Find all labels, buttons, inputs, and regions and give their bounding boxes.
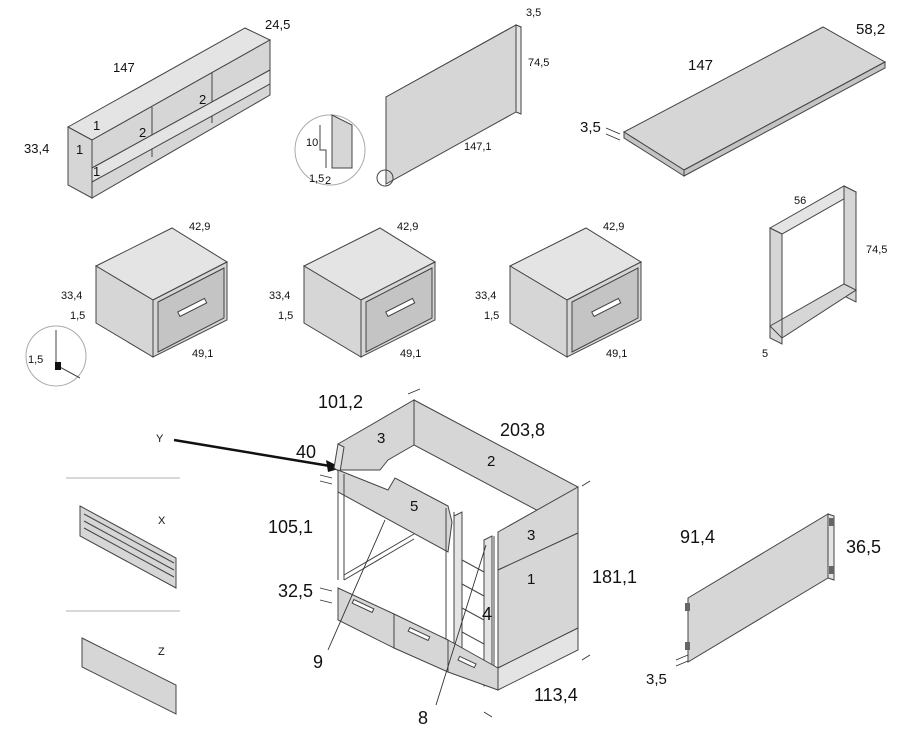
bunk-lower-height-label: 32,5: [278, 581, 313, 601]
desk-frame-height-label: 74,5: [866, 244, 887, 256]
shelf-part-2b: 2: [199, 92, 206, 107]
desk-top-thickness-label: 3,5: [580, 119, 601, 136]
option-z-panel: [81, 637, 177, 715]
bunk-part-2: 2: [487, 453, 495, 470]
bunk-bed: [319, 388, 591, 718]
back-panel-detail-a: 10: [306, 137, 318, 149]
desk-top-width-label: 147: [688, 57, 713, 74]
bunk-depth-label: 113,4: [534, 685, 578, 705]
drawer-unit-1: [94, 227, 229, 358]
drawer-2-base-label: 1,5: [278, 310, 293, 322]
back-panel-detail: [294, 114, 366, 186]
drawer-2-width-label: 49,1: [400, 348, 421, 360]
bunk-upper-height-label: 105,1: [268, 517, 313, 537]
shelf-width-label: 147: [113, 60, 135, 75]
shelf-part-1a: 1: [93, 118, 100, 133]
foot-detail: [25, 325, 87, 387]
bunk-length-label: 203,8: [500, 420, 545, 440]
back-panel-height-label: 74,5: [528, 57, 549, 69]
option-z-label: Z: [158, 646, 165, 658]
drawer-2-height-label: 33,4: [269, 290, 290, 302]
bunk-part-5: 5: [410, 498, 418, 515]
desk-top-panel: [605, 26, 887, 177]
side-panel-height-label: 36,5: [846, 537, 881, 557]
shelf-height-label: 33,4: [24, 141, 49, 156]
back-panel-detail-c: 2: [325, 175, 331, 187]
back-panel-thickness-label: 3,5: [526, 7, 541, 19]
desk-top-depth-label: 58,2: [856, 21, 885, 38]
desk-frame-profile-label: 5: [762, 348, 768, 360]
drawer-3-width-label: 49,1: [606, 348, 627, 360]
shelf-unit: [66, 27, 272, 199]
foot-detail-label: 1,5: [28, 354, 43, 366]
desk-frame: [768, 185, 858, 345]
drawer-3-base-label: 1,5: [484, 310, 499, 322]
bunk-rail-label: 40: [296, 442, 316, 462]
bunk-width-label: 101,2: [318, 392, 363, 412]
drawer-1-top-label: 42,9: [189, 221, 210, 233]
option-y-label: Y: [156, 433, 164, 445]
bunk-part-4: 4: [482, 604, 492, 624]
drawer-3-top-label: 42,9: [603, 221, 624, 233]
bunk-part-8: 8: [418, 708, 428, 728]
drawer-unit-3: [508, 227, 643, 358]
drawer-1-base-label: 1,5: [70, 310, 85, 322]
side-panel: [675, 513, 835, 667]
shelf-depth-label: 24,5: [265, 17, 290, 32]
back-panel-detail-b: 1,5: [309, 173, 324, 185]
option-y-arrow: [173, 438, 331, 468]
option-x-rail: [79, 505, 177, 589]
bunk-part-9: 9: [313, 652, 323, 672]
desk-frame-width-label: 56: [794, 195, 806, 207]
side-panel-thickness-label: 3,5: [646, 671, 667, 688]
drawer-1-height-label: 33,4: [61, 290, 82, 302]
shelf-part-1b: 1: [76, 142, 83, 157]
shelf-part-2a: 2: [139, 125, 146, 140]
back-panel: [376, 24, 523, 187]
option-x-label: X: [158, 515, 166, 527]
bunk-total-height-label: 181,1: [592, 567, 637, 587]
drawer-1-width-label: 49,1: [192, 348, 213, 360]
bunk-part-3b: 3: [527, 527, 535, 544]
drawer-unit-2: [302, 227, 437, 358]
drawer-3-height-label: 33,4: [475, 290, 496, 302]
bunk-part-3a: 3: [377, 430, 385, 447]
drawer-2-top-label: 42,9: [397, 221, 418, 233]
bunk-part-1: 1: [527, 571, 535, 588]
side-panel-length-label: 91,4: [680, 527, 715, 547]
shelf-part-1c: 1: [93, 164, 100, 179]
back-panel-width-label: 147,1: [464, 141, 492, 153]
